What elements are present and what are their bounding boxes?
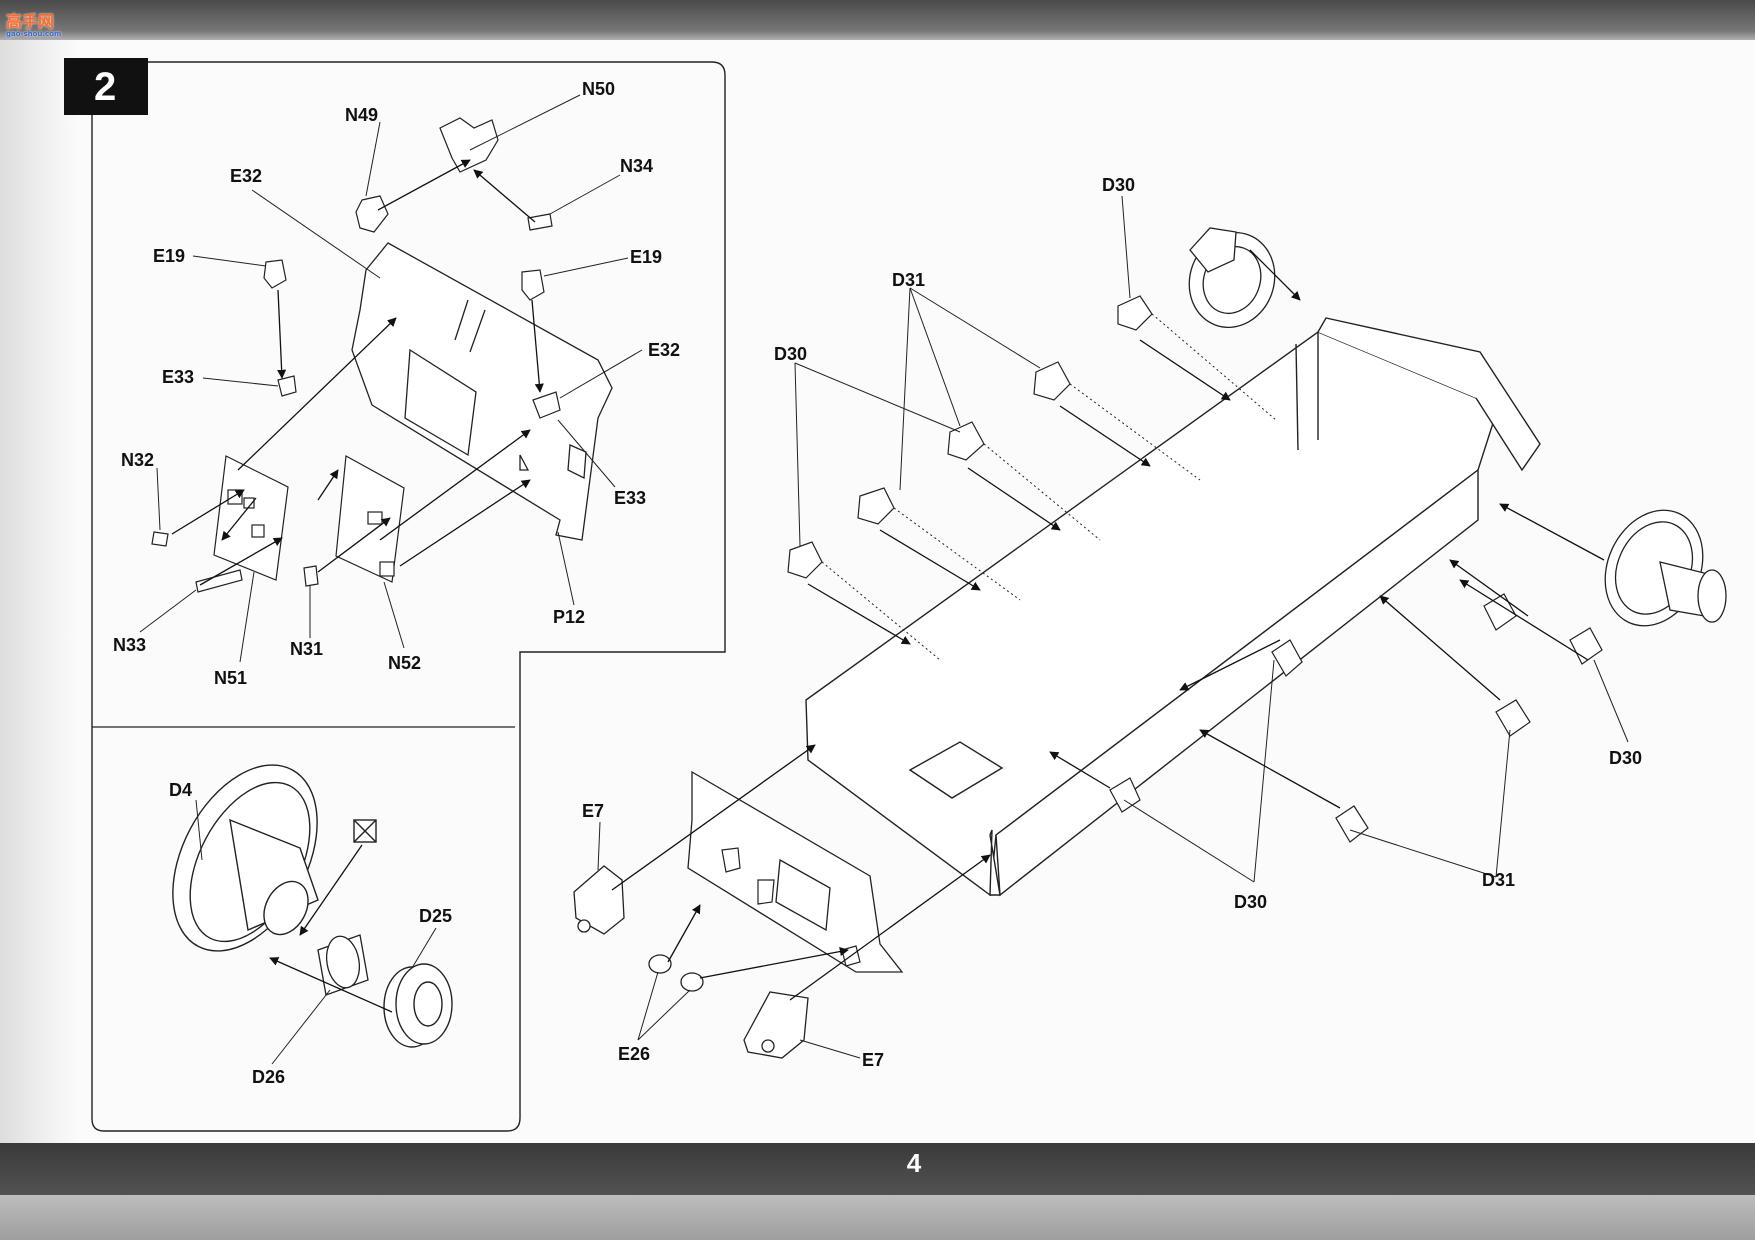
final-drive-right — [1604, 509, 1727, 627]
part-labels: N49 N50 N34 E32 E19 E19 E33 E32 E33 N32 … — [113, 79, 1642, 1087]
scan-bottom-edge — [0, 1195, 1755, 1240]
page-number: 4 — [906, 1148, 922, 1178]
hub-d26 — [317, 934, 369, 996]
label-n34: N34 — [620, 156, 653, 176]
label-e7-left: E7 — [582, 801, 604, 821]
binding-shadow — [0, 40, 80, 1145]
label-n52: N52 — [388, 653, 421, 673]
dotted-guides — [821, 313, 1277, 661]
label-e32-top: E32 — [230, 166, 262, 186]
label-e33-right: E33 — [614, 488, 646, 508]
label-e26: E26 — [618, 1044, 650, 1064]
label-d4: D4 — [169, 780, 192, 800]
step-panel-frame — [91, 61, 726, 1132]
label-e19-left: E19 — [153, 246, 185, 266]
spacer-e26 — [648, 954, 704, 992]
label-n50: N50 — [582, 79, 615, 99]
lower-hull — [805, 317, 1541, 897]
label-d30-right: D30 — [1609, 748, 1642, 768]
label-d30-top: D30 — [1102, 175, 1135, 195]
assembly-arrows-hull — [611, 249, 1605, 1001]
idler-mount-rear — [1188, 227, 1276, 328]
bracket-e7-left — [573, 865, 625, 935]
label-e19-right: E19 — [630, 247, 662, 267]
footer-band — [0, 1143, 1755, 1195]
label-e7-right: E7 — [862, 1050, 884, 1070]
label-d30-left: D30 — [774, 344, 807, 364]
label-d30-bottom: D30 — [1234, 892, 1267, 912]
no-glue-symbol — [353, 819, 377, 843]
label-d25: D25 — [419, 906, 452, 926]
leader-lines-1 — [139, 94, 643, 663]
label-n33: N33 — [113, 635, 146, 655]
inner-plate-n51 — [213, 455, 289, 581]
small-parts — [151, 117, 561, 593]
bracket-e7-right — [743, 991, 809, 1059]
label-n49: N49 — [345, 105, 378, 125]
final-drive-d4 — [172, 764, 319, 952]
assembly-arrows-1 — [171, 159, 544, 586]
leader-lines-hull — [597, 195, 1629, 1059]
scan-top-band — [0, 0, 1755, 44]
leader-lines-2 — [195, 799, 437, 1065]
label-p12: P12 — [553, 607, 585, 627]
label-d31-top: D31 — [892, 270, 925, 290]
label-e32-right: E32 — [648, 340, 680, 360]
wheel-d25 — [383, 963, 453, 1048]
label-d26: D26 — [252, 1067, 285, 1087]
suspension-arms — [787, 295, 1603, 843]
rear-plate-p12 — [351, 242, 613, 541]
label-d31-bottom: D31 — [1482, 870, 1515, 890]
step-number: 2 — [94, 65, 116, 109]
assembly-arrows-2 — [269, 844, 393, 1013]
inner-plate-n52 — [335, 455, 405, 583]
label-n31: N31 — [290, 639, 323, 659]
label-e33-left: E33 — [162, 367, 194, 387]
step-number-badge — [64, 58, 148, 115]
label-n32: N32 — [121, 450, 154, 470]
label-n51: N51 — [214, 668, 247, 688]
front-plate — [687, 770, 904, 973]
